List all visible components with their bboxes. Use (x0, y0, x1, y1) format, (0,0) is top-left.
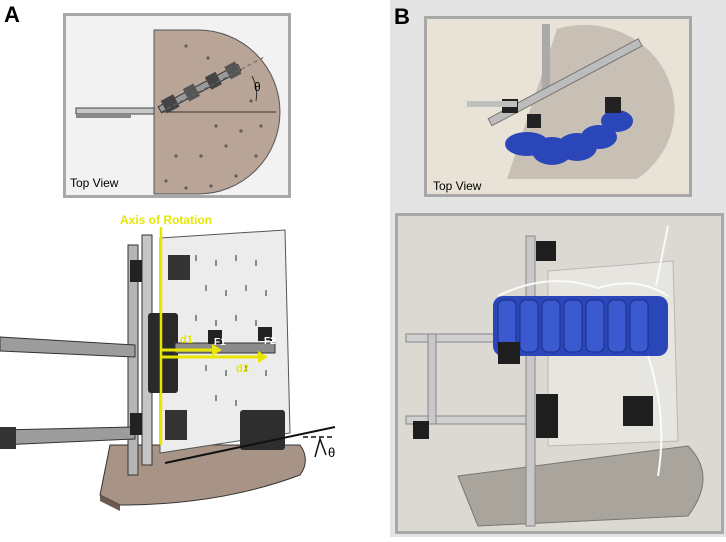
side-rail-photo-top (467, 101, 517, 107)
distance-arrow-d2-head (258, 351, 268, 363)
base-angle-arrow (314, 436, 327, 458)
d1-label: d1 (180, 334, 193, 346)
horizontal-rail-upper (0, 336, 136, 358)
angled-actuator-assembly (157, 61, 242, 114)
rail-end-cap (0, 427, 16, 449)
panel-b-photo-frame (395, 213, 724, 534)
angle-symbol-top: θ (254, 80, 261, 94)
base-reference-line (164, 426, 336, 464)
panel-b-perspective-photo (398, 216, 721, 531)
panel-b-label: B (394, 4, 410, 29)
acrylic-plate-slots (195, 255, 267, 406)
distance-arrow-d1-head (212, 344, 222, 356)
plate-holes (164, 44, 263, 190)
panel-a-perspective-drawing (0, 227, 336, 511)
clamp-lower-left (130, 413, 142, 435)
axis-of-rotation-label: Axis of Rotation (120, 213, 212, 227)
d2-label: d2 (236, 363, 249, 375)
panel-b-top-view-frame: Top View (424, 16, 692, 197)
clamp-upper-right (168, 255, 190, 280)
base-plate-photo (457, 445, 704, 527)
vertical-post-photo (525, 235, 536, 527)
rail-top-view (75, 107, 155, 115)
base-plate-edge (100, 495, 120, 511)
panel-a-top-view-caption: Top View (70, 176, 119, 190)
clamp-lower-right (165, 410, 187, 440)
mount-block (240, 410, 285, 450)
lever-arm (174, 342, 276, 354)
force-point-2-clamp (258, 327, 272, 341)
panel-a-label: A (4, 2, 20, 27)
rotation-line (160, 55, 267, 113)
angle-symbol-bottom: θ (328, 445, 336, 460)
clamp-upper-left (130, 260, 142, 282)
side-post-photo (427, 333, 437, 425)
angle-arc-top (251, 75, 258, 102)
clamps-photo (413, 241, 653, 439)
panel-b-top-view-caption: Top View (433, 179, 482, 193)
rail-shadow (76, 114, 131, 118)
motor-block (148, 313, 178, 393)
force-point-1-clamp (208, 330, 222, 344)
panel-a-perspective: Axis of Rotation d1 d2 F1 F2 θ (0, 205, 390, 537)
horizontal-rail-lower (0, 426, 136, 446)
soft-actuator-photo-top (505, 110, 633, 165)
soft-actuator-photo (493, 225, 669, 477)
post-photo-top (542, 24, 550, 94)
f2-label: F2 (264, 336, 276, 347)
rail-photo-top (487, 38, 643, 127)
panel-a-top-view-frame: θ Top View (63, 13, 291, 198)
vertical-post-rear (127, 244, 139, 476)
panel-b-top-view-photo (427, 19, 689, 194)
panel-a-top-view-drawing (75, 29, 281, 195)
f1-label: F1 (214, 337, 226, 348)
